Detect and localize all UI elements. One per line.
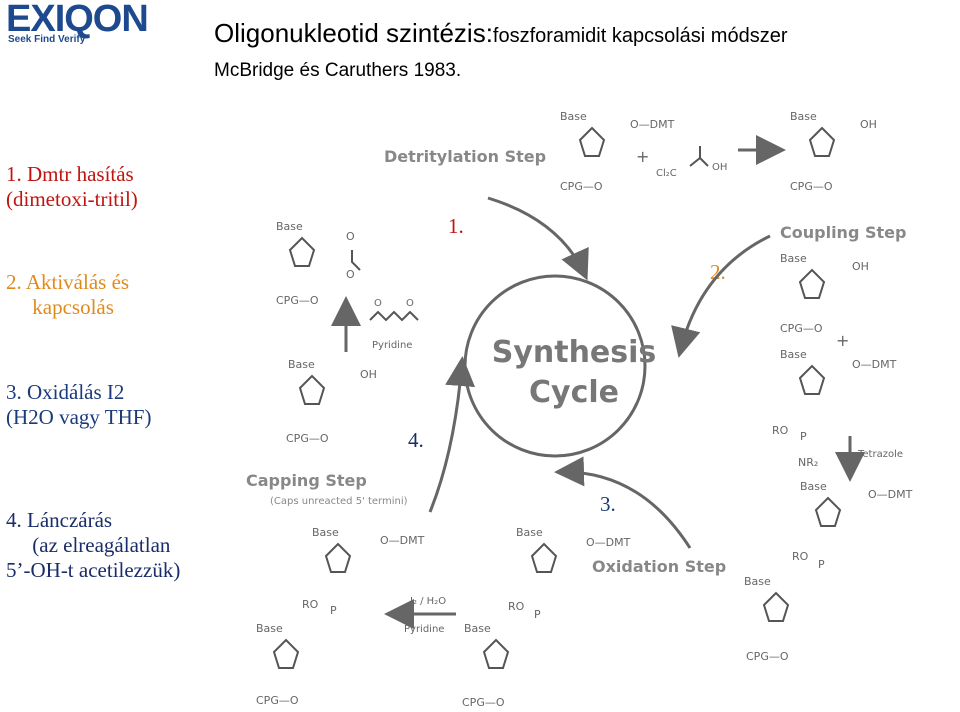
label-coupling: Coupling Step (780, 223, 906, 242)
cycle-number-3: 3. (600, 492, 616, 516)
svg-text:Base: Base (560, 110, 587, 123)
svg-text:CPG—O: CPG—O (276, 294, 319, 307)
svg-text:Cl₂C: Cl₂C (656, 168, 677, 179)
page-subtitle: McBridge és Caruthers 1983. (214, 60, 462, 81)
svg-text:O—DMT: O—DMT (868, 488, 913, 501)
arc-coupling (671, 234, 771, 358)
svg-text:O: O (346, 268, 355, 281)
step-2-text: 2. Aktiválás és kapcsolás (6, 270, 130, 319)
arc-oxidation (554, 456, 692, 549)
exiqon-logo: EXIQON Seek Find Verify (6, 0, 192, 48)
svg-text:RO: RO (508, 600, 525, 613)
svg-text:CPG—O: CPG—O (256, 694, 299, 707)
label-capping-note: (Caps unreacted 5' termini) (270, 496, 408, 507)
cycle-title-line2: Cycle (529, 375, 619, 410)
svg-text:OH: OH (360, 368, 377, 381)
svg-text:CPG—O: CPG—O (780, 322, 823, 335)
tca-reagent: Cl₂C OH (656, 146, 727, 179)
arc-detritylation (487, 196, 589, 281)
svg-text:Base: Base (800, 480, 827, 493)
cycle-title-line1: Synthesis (492, 335, 657, 370)
step-4-text: 4. Lánczárás (az elreagálatlan 5’-OH-t a… (6, 508, 181, 582)
svg-text:CPG—O: CPG—O (790, 180, 833, 193)
svg-text:O: O (374, 298, 382, 309)
svg-text:O—DMT: O—DMT (380, 534, 425, 547)
phosphoramidite: Base O—DMT RO P NR₂ (772, 348, 897, 469)
logo-wordmark: EXIQON (6, 0, 149, 40)
svg-text:CPG—O: CPG—O (462, 696, 505, 709)
detrityl-molecule-product: Base OH CPG—O (790, 110, 877, 193)
label-detritylation: Detritylation Step (384, 147, 546, 166)
step-1-text: 1. Dmtr hasítás (dimetoxi-tritil) (6, 162, 138, 211)
svg-text:P: P (800, 430, 807, 443)
cycle-number-4: 4. (408, 428, 424, 452)
capped-molecule: Base O O CPG—O (276, 220, 361, 307)
oxidation-molecule: Base O—DMT RO P Base CPG—O (462, 526, 631, 709)
reagent-pyridine-capping: Pyridine (372, 340, 412, 351)
svg-text:OH: OH (852, 260, 869, 273)
svg-text:O—DMT: O—DMT (852, 358, 897, 371)
svg-text:RO: RO (772, 424, 789, 437)
step-3-text: 3. Oxidálás I2 (H2O vagy THF) (6, 380, 152, 429)
svg-text:O—DMT: O—DMT (586, 536, 631, 549)
arc-capping (428, 356, 476, 513)
logo-tagline: Seek Find Verify (8, 34, 86, 45)
cycle-number-1: 1. (448, 214, 464, 238)
svg-text:CPG—O: CPG—O (560, 180, 603, 193)
svg-text:NR₂: NR₂ (798, 456, 818, 469)
plus-sign-1: + (636, 147, 649, 166)
svg-text:Base: Base (516, 526, 543, 539)
svg-text:OH: OH (712, 162, 727, 173)
capping-molecule-uncapped: Base OH CPG—O (286, 358, 377, 445)
svg-text:P: P (534, 608, 541, 621)
title-main: Oligonukleotid szintézis: (214, 18, 493, 48)
svg-text:Base: Base (312, 526, 339, 539)
reagent-pyridine-oxidation: Pyridine (404, 624, 444, 635)
coupled-dimer: Base O—DMT RO P Base CPG—O (744, 480, 913, 663)
detrityl-molecule-start: Base O—DMT CPG—O (560, 110, 675, 193)
label-capping: Capping Step (246, 471, 367, 490)
svg-text:Base: Base (256, 622, 283, 635)
oxidized-molecule: Base O—DMT RO P Base CPG—O (256, 526, 425, 707)
svg-text:Base: Base (790, 110, 817, 123)
label-oxidation: Oxidation Step (592, 557, 726, 576)
svg-text:O: O (346, 230, 355, 243)
title-sub: foszforamidit kapcsolási módszer (492, 25, 788, 47)
coupling-molecule-support: Base OH CPG—O (780, 252, 869, 335)
svg-text:P: P (330, 604, 337, 617)
svg-text:Base: Base (288, 358, 315, 371)
svg-text:Base: Base (780, 252, 807, 265)
svg-text:RO: RO (792, 550, 809, 563)
svg-text:OH: OH (860, 118, 877, 131)
reagent-tetrazole: Tetrazole (857, 449, 903, 460)
svg-text:Base: Base (744, 575, 771, 588)
svg-text:P: P (818, 558, 825, 571)
reagent-iodine: I₂ / H₂O (410, 596, 446, 607)
plus-sign-2: + (836, 331, 849, 350)
page-title: Oligonukleotid szintézis:foszforamidit k… (214, 18, 787, 49)
svg-text:Base: Base (780, 348, 807, 361)
svg-text:Base: Base (276, 220, 303, 233)
acetic-anhydride: O O (369, 298, 419, 322)
svg-text:CPG—O: CPG—O (746, 650, 789, 663)
svg-text:O—DMT: O—DMT (630, 118, 675, 131)
svg-text:CPG—O: CPG—O (286, 432, 329, 445)
svg-text:RO: RO (302, 598, 319, 611)
svg-text:Base: Base (464, 622, 491, 635)
svg-text:O: O (406, 298, 414, 309)
